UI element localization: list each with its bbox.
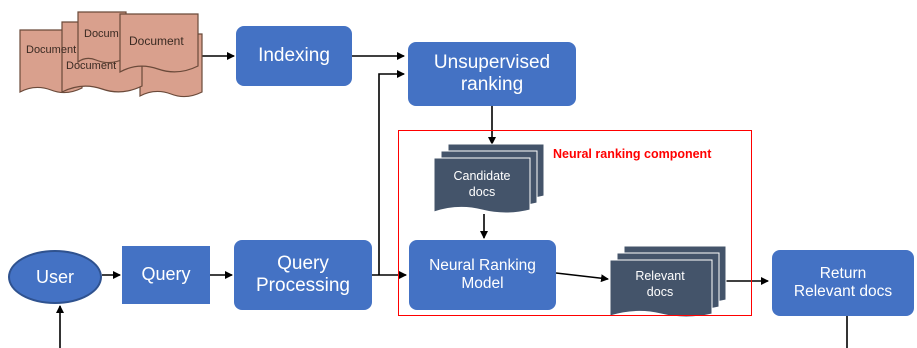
relevant-docs-line1: Relevant — [635, 269, 685, 283]
query-box: Query — [122, 246, 210, 304]
query-processing-line2: Processing — [256, 275, 350, 296]
document-paper-front — [119, 13, 199, 74]
query-label: Query — [141, 264, 191, 285]
return-relevant-docs-box: Return Relevant docs — [772, 250, 914, 316]
relevant-docs-line2: docs — [646, 285, 674, 300]
neural-ranking-component-label: Neural ranking component — [553, 147, 712, 161]
user-node: User — [8, 250, 102, 304]
candidate-docs-stack — [433, 143, 545, 214]
neural-ranking-model-line2: Model — [461, 275, 504, 292]
relevant-docs-label: Relevant docs — [610, 268, 710, 301]
neural-ranking-model-line1: Neural Ranking — [429, 256, 536, 274]
neural-ranking-component-frame — [398, 130, 752, 316]
indexing-box: Indexing — [236, 26, 352, 86]
indexing-label: Indexing — [258, 44, 330, 66]
unsupervised-ranking-box: Unsupervised ranking — [408, 42, 576, 106]
candidate-docs-line1: Candidate — [453, 169, 511, 183]
document-label-upper: Docum — [84, 28, 119, 40]
unsupervised-ranking-line2: ranking — [460, 74, 524, 95]
return-relevant-docs-line2: Relevant docs — [793, 283, 893, 300]
query-processing-line1: Query — [277, 252, 329, 274]
candidate-docs-line2: docs — [468, 185, 496, 200]
query-processing-box: Query Processing — [234, 240, 372, 310]
arrow-model-to-relevant — [555, 272, 609, 283]
candidate-docs-label: Candidate docs — [434, 168, 530, 201]
unsupervised-ranking-line1: Unsupervised — [433, 51, 551, 73]
arrow-processing-to-unsupervised — [378, 70, 405, 275]
neural-ranking-model-box: Neural Ranking Model — [409, 240, 556, 310]
document-label-front: Document — [129, 34, 184, 48]
relevant-docs-stack — [609, 245, 727, 318]
document-stack — [19, 11, 203, 98]
document-label-left: Document — [26, 44, 77, 56]
return-relevant-docs-line1: Return — [819, 264, 867, 282]
user-label: User — [35, 266, 74, 287]
document-label-middle: Document — [66, 60, 117, 72]
